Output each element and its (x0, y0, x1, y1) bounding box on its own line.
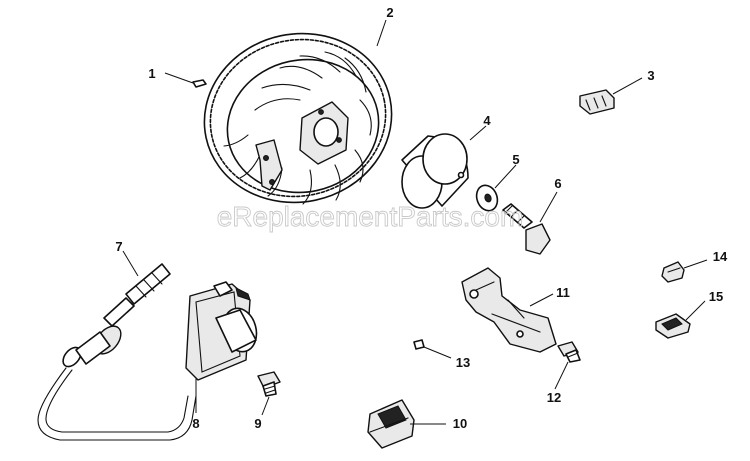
leader-3 (612, 77, 643, 95)
part-4-fan-cup[interactable] (401, 133, 469, 209)
leader-13 (423, 346, 452, 359)
leader-9 (261, 396, 270, 416)
callout-5[interactable]: 5 (512, 152, 519, 167)
callout-13[interactable]: 13 (456, 355, 470, 370)
part-9-screw[interactable] (257, 371, 281, 397)
callout-14[interactable]: 14 (713, 249, 728, 264)
callout-10[interactable]: 10 (453, 416, 467, 431)
part-14-connector[interactable] (661, 261, 685, 283)
part-12-screw[interactable] (557, 341, 581, 363)
leader-15 (685, 300, 706, 321)
callout-2[interactable]: 2 (386, 5, 393, 20)
part-5-washer[interactable] (473, 182, 501, 213)
callout-7[interactable]: 7 (115, 239, 122, 254)
watermark-text: eReplacementParts.com (217, 201, 524, 232)
leader-2 (376, 19, 387, 47)
leader-12 (554, 361, 569, 390)
callout-6[interactable]: 6 (554, 176, 561, 191)
part-15-terminal-clip[interactable] (655, 313, 691, 339)
part-11-bracket[interactable] (461, 267, 557, 353)
part-13-key[interactable] (413, 339, 425, 350)
part-2-flywheel[interactable] (189, 16, 408, 219)
leader-14 (683, 259, 708, 269)
leader-7 (122, 250, 139, 277)
part-7-spark-plug-lead[interactable] (37, 263, 197, 441)
callout-3[interactable]: 3 (647, 68, 654, 83)
callout-12[interactable]: 12 (547, 390, 561, 405)
leader-11 (529, 293, 554, 307)
part-1-key[interactable] (192, 79, 207, 88)
callout-4[interactable]: 4 (483, 113, 491, 128)
leader-lines (122, 19, 708, 425)
leader-4 (469, 125, 487, 141)
callout-9[interactable]: 9 (254, 416, 261, 431)
leader-1 (164, 72, 194, 84)
leader-5 (494, 164, 517, 189)
callout-11[interactable]: 11 (556, 285, 570, 300)
part-8-ignition-module[interactable] (185, 281, 261, 381)
callout-1[interactable]: 1 (148, 66, 155, 81)
callout-8[interactable]: 8 (192, 416, 199, 431)
callout-15[interactable]: 15 (709, 289, 723, 304)
part-6-screw[interactable] (502, 203, 551, 255)
part-10-switch[interactable] (367, 399, 415, 449)
leader-6 (539, 191, 558, 223)
callout-labels: 1 2 3 4 5 6 7 8 9 10 11 12 13 14 15 (115, 5, 728, 431)
part-3-connector[interactable] (579, 89, 615, 115)
